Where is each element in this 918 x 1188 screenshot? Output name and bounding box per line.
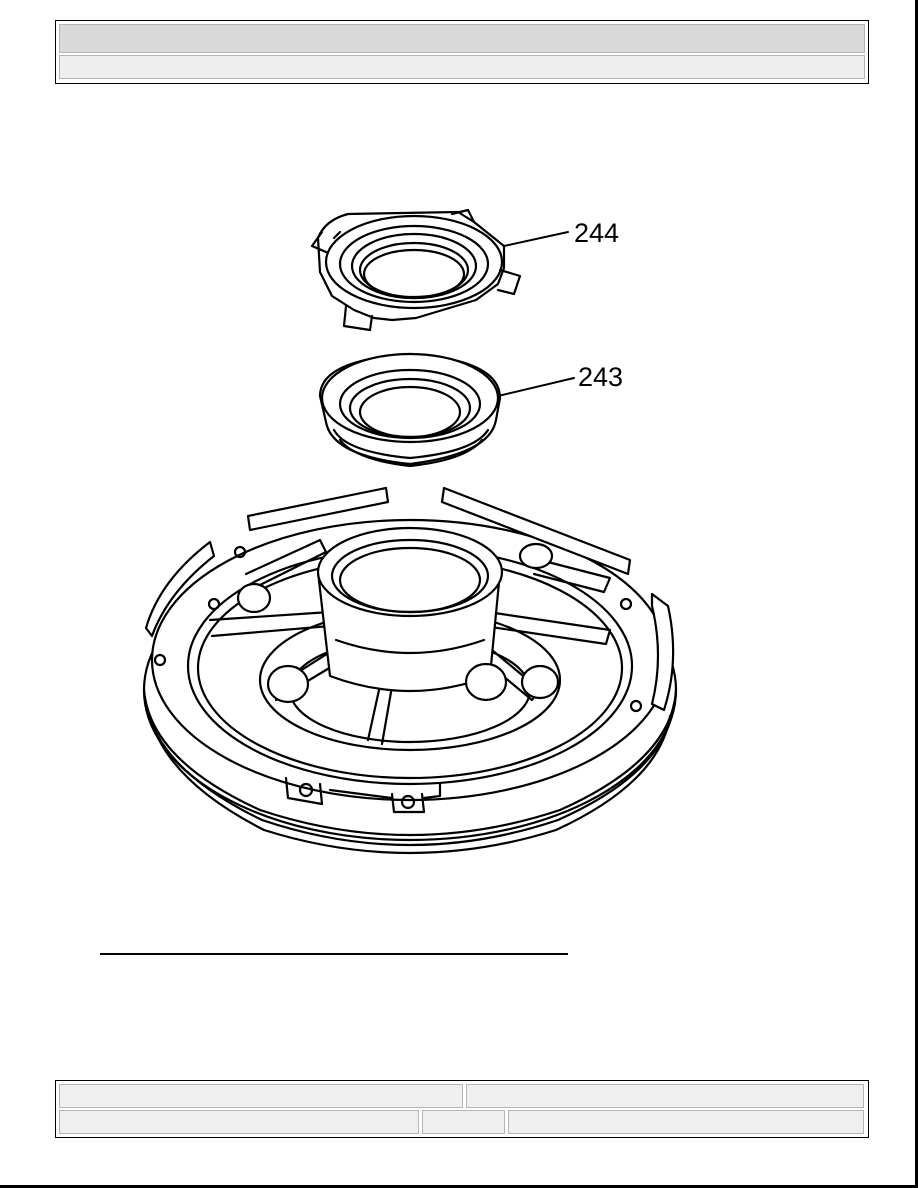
leader-line-243: [497, 377, 575, 397]
header-table: [55, 20, 869, 84]
main-housing: [142, 486, 678, 855]
leader-line-244: [503, 231, 569, 247]
part-243-seal: [318, 352, 502, 468]
callout-244: 244: [574, 218, 619, 248]
footer-cell-bottom-middle: [422, 1110, 505, 1134]
footer-table: [55, 1080, 869, 1138]
header-subtitle-row: [59, 55, 865, 79]
callout-243: 243: [578, 362, 623, 392]
part-244-retainer: [310, 208, 522, 332]
footer-cell-bottom-left: [59, 1110, 419, 1134]
footer-cell-top-right: [466, 1084, 864, 1108]
separator-rule: [100, 953, 568, 955]
header-title-row: [59, 24, 865, 53]
footer-cell-top-left: [59, 1084, 463, 1108]
footer-cell-bottom-right: [508, 1110, 864, 1134]
